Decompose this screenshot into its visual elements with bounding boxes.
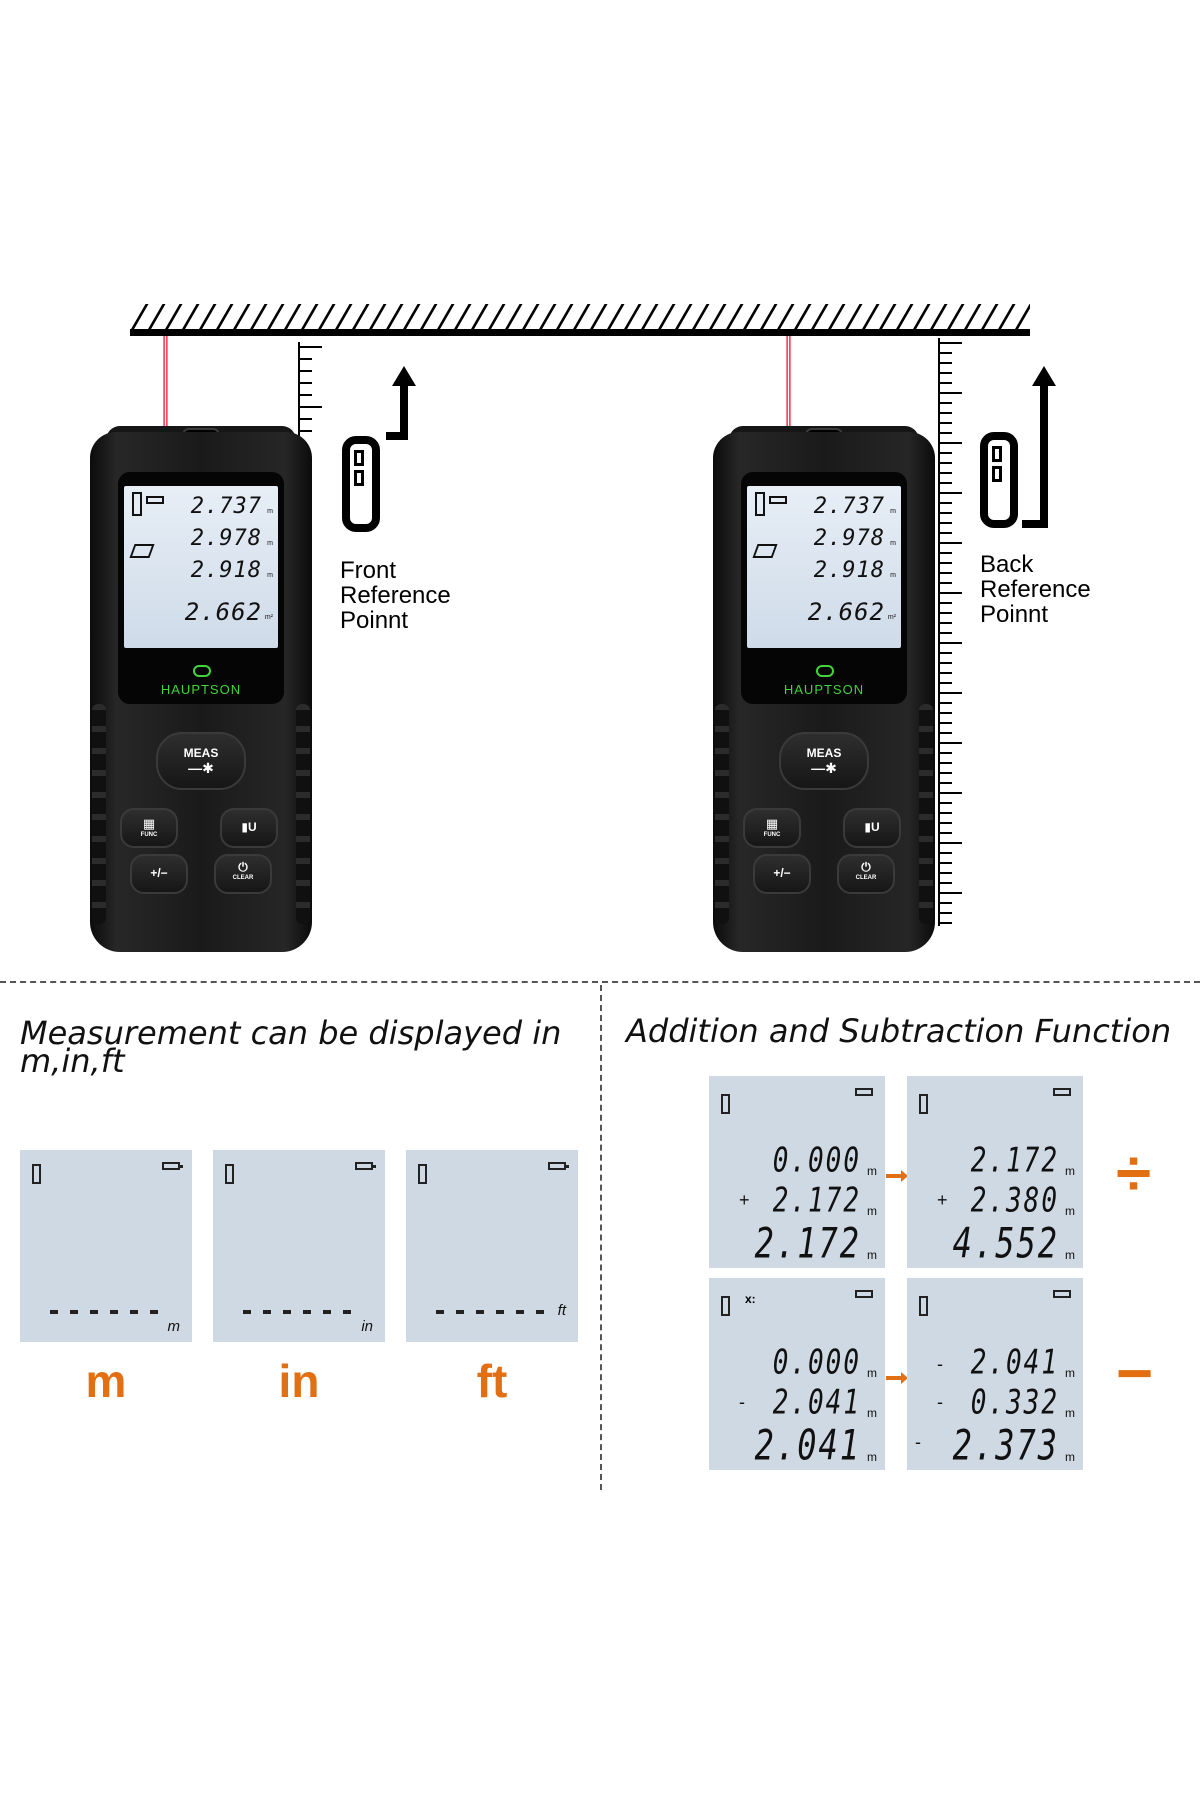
ceiling-line [130,329,1030,336]
screen-unit-2: m [267,540,273,547]
front-reference-icon [342,436,380,532]
screen-unit-4: m² [264,614,273,621]
front-arrow-icon [386,432,406,440]
operation-add-symbol: ÷ [1116,1137,1152,1209]
device-icon [721,1094,730,1114]
screen-unit-3: m [267,572,273,579]
back-reference-icon [980,432,1018,528]
plus-minus-button[interactable]: +/− [130,854,188,894]
device-mode-icon [132,492,142,516]
device-icon [225,1164,234,1184]
unit-label-m: m [85,1355,127,1407]
section-divider-horizontal [0,981,1200,983]
calc-panel-sub-1: x: 0.000 - 2.041 2.041 m m m [709,1278,885,1470]
calc-section-title: Addition and Subtraction Function [626,1012,1172,1050]
battery-icon [548,1162,569,1170]
calc-panel-add-1: 0.000 + 2.172 2.172 m m m [709,1076,885,1268]
rangefinder-device-front: 2.737 2.978 2.918 2.662 m m m m² HAUPTSO… [90,426,312,952]
screen-unit-4: m² [887,614,896,621]
ruler-front [298,342,322,436]
clear-button[interactable]: ⏻CLEAR [837,854,895,894]
lcd-panel-in: in [213,1150,385,1342]
unit-button[interactable]: ▮U [220,808,278,848]
screen-row-2: 2.978 [813,526,885,551]
lcd-panel-ft: ft [406,1150,578,1342]
brand-label: HAUPTSON [160,682,242,697]
placeholder-dashes [243,1310,353,1314]
lcd-panel-m: m [20,1150,192,1342]
func-button[interactable]: ▦FUNC [743,808,801,848]
lcd-screen: 2.737 2.978 2.918 2.662 m m m m² [747,486,901,648]
calc-panel-sub-2: - 2.041 - 0.332 - 2.373 m m m [907,1278,1083,1470]
battery-icon [855,1088,873,1096]
brand-logo-icon [193,665,211,677]
screen-row-1: 2.737 [190,494,262,519]
battery-icon [355,1162,376,1170]
brand-label: HAUPTSON [783,682,865,697]
operation-subtract-symbol: − [1116,1337,1154,1409]
lcd-unit-label: m [167,1318,181,1335]
battery-icon [855,1290,873,1298]
battery-icon [769,496,787,504]
device-icon [721,1296,730,1316]
arrow-right-icon [886,1170,908,1182]
plus-minus-button[interactable]: +/− [753,854,811,894]
screen-unit-1: m [890,508,896,515]
meas-button[interactable]: MEAS—✱ [779,732,869,790]
device-icon [418,1164,427,1184]
ruler-back [938,338,962,926]
placeholder-dashes [436,1310,546,1314]
screen-unit-3: m [890,572,896,579]
units-section-title: Measurement can be displayed in m,in,ft [20,1014,562,1080]
device-icon [919,1094,928,1114]
screen-row-2: 2.978 [190,526,262,551]
volume-icon [129,544,155,558]
device-mode-icon [755,492,765,516]
unit-label-in: in [278,1355,320,1407]
section-divider-vertical [600,985,602,1490]
lcd-screen: 2.737 2.978 2.918 2.662 m m m m² [124,486,278,648]
screen-row-3: 2.918 [813,558,885,583]
battery-icon [1053,1088,1071,1096]
device-icon [919,1296,928,1316]
unit-label-ft: ft [476,1355,508,1407]
func-button[interactable]: ▦FUNC [120,808,178,848]
screen-row-3: 2.918 [190,558,262,583]
screen-row-4: 2.662 [184,598,262,626]
arrow-right-icon [886,1372,908,1384]
placeholder-dashes [50,1310,160,1314]
screen-unit-1: m [267,508,273,515]
brand-logo-icon [816,665,834,677]
device-icon [32,1164,41,1184]
battery-icon [162,1162,183,1170]
meas-button[interactable]: MEAS—✱ [156,732,246,790]
screen-unit-2: m [890,540,896,547]
volume-icon [752,544,778,558]
calc-panel-add-2: 2.172 + 2.380 4.552 m m m [907,1076,1083,1268]
screen-row-4: 2.662 [807,598,885,626]
battery-icon [146,496,164,504]
screen-row-1: 2.737 [813,494,885,519]
ceiling-hatch [130,304,1030,330]
battery-icon [1053,1290,1071,1298]
clear-button[interactable]: ⏻CLEAR [214,854,272,894]
lcd-unit-label: in [361,1318,373,1335]
unit-button[interactable]: ▮U [843,808,901,848]
lcd-unit-label: ft [557,1302,566,1319]
rangefinder-device-back: 2.737 2.978 2.918 2.662 m m m m² HAUPTSO… [713,426,935,952]
back-arrow-icon [1022,520,1046,528]
